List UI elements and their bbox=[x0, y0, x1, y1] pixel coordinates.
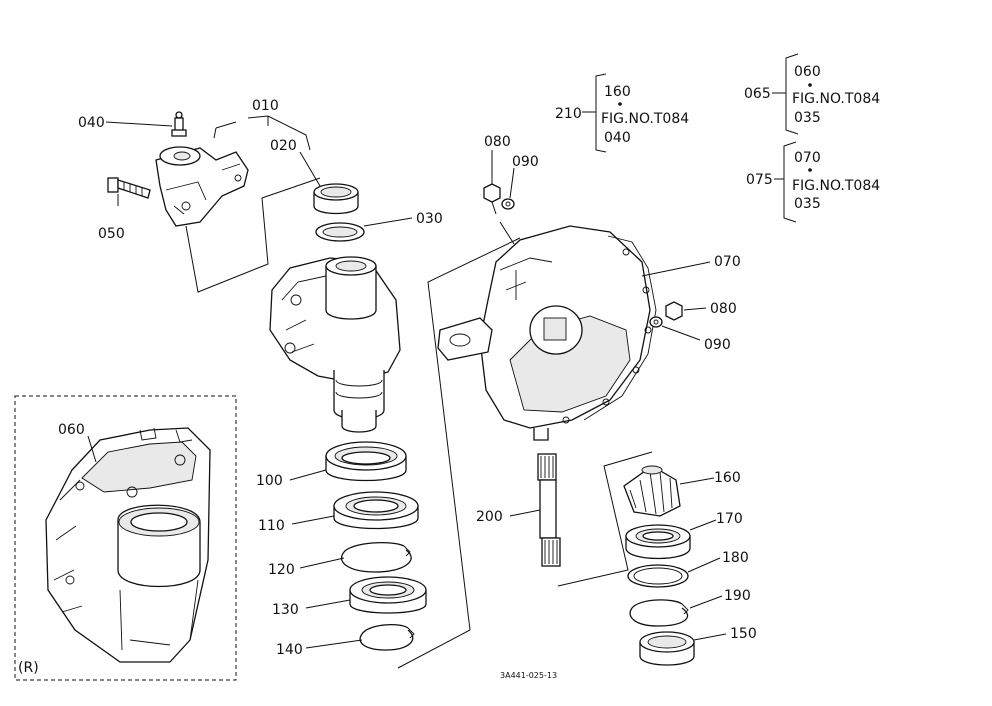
note-065-top: 060 bbox=[794, 64, 821, 80]
label-080-upper: 080 bbox=[484, 134, 511, 150]
note-065-bottom: 035 bbox=[794, 110, 821, 126]
note-075-ref: 075 bbox=[746, 172, 773, 188]
label-170: 170 bbox=[716, 511, 743, 527]
part-170-bearing[interactable] bbox=[625, 524, 691, 560]
label-060: 060 bbox=[58, 422, 85, 438]
label-020: 020 bbox=[270, 138, 297, 154]
label-200: 200 bbox=[476, 509, 503, 525]
part-140-snap-ring[interactable] bbox=[359, 623, 415, 651]
label-180: 180 bbox=[722, 550, 749, 566]
part-010-bracket[interactable] bbox=[155, 146, 249, 227]
note-075-dot-icon bbox=[808, 168, 812, 172]
label-030: 030 bbox=[416, 211, 443, 227]
part-160-bevel-gear[interactable] bbox=[623, 465, 681, 517]
drawing-code: 3A441-025-13 bbox=[500, 671, 557, 680]
label-110: 110 bbox=[258, 518, 285, 534]
note-210-dot-icon bbox=[618, 102, 622, 106]
label-150: 150 bbox=[730, 626, 757, 642]
label-190: 190 bbox=[724, 588, 751, 604]
part-kingpin-housing[interactable] bbox=[269, 256, 401, 433]
label-050: 050 bbox=[98, 226, 125, 242]
part-040-grease-nipple[interactable] bbox=[171, 111, 187, 137]
label-090-upper: 090 bbox=[512, 154, 539, 170]
note-075-fig: FIG.NO.T084 bbox=[792, 178, 880, 194]
part-080-bolt-upper[interactable] bbox=[483, 183, 501, 215]
label-090-right: 090 bbox=[704, 337, 731, 353]
label-010: 010 bbox=[252, 98, 279, 114]
inset-box-r: (R) bbox=[14, 395, 237, 681]
note-210-ref: 210 bbox=[555, 106, 582, 122]
part-130-bearing[interactable] bbox=[349, 576, 427, 614]
part-020-bushing[interactable] bbox=[313, 183, 359, 215]
note-065-dot-icon bbox=[808, 83, 812, 87]
note-075-top: 070 bbox=[794, 150, 821, 166]
part-060-gear-case-r[interactable] bbox=[45, 427, 211, 663]
part-100-seal[interactable] bbox=[325, 441, 407, 482]
inset-label: (R) bbox=[18, 660, 39, 676]
part-050-bolt[interactable] bbox=[107, 177, 151, 199]
label-120: 120 bbox=[268, 562, 295, 578]
note-065-fig: FIG.NO.T084 bbox=[792, 91, 880, 107]
part-200-shaft[interactable] bbox=[537, 453, 561, 567]
part-120-snap-ring[interactable] bbox=[341, 542, 412, 573]
note-065-ref: 065 bbox=[744, 86, 771, 102]
label-160: 160 bbox=[714, 470, 741, 486]
note-210-bottom: 040 bbox=[604, 130, 631, 146]
note-210-fig: FIG.NO.T084 bbox=[601, 111, 689, 127]
part-180-ring[interactable] bbox=[627, 564, 689, 588]
reference-note-065: 065 060 FIG.NO.T084 035 bbox=[744, 53, 880, 135]
part-090-washer-upper[interactable] bbox=[501, 198, 515, 210]
part-150-collar[interactable] bbox=[639, 631, 695, 666]
label-080-right: 080 bbox=[710, 301, 737, 317]
label-130: 130 bbox=[272, 602, 299, 618]
label-100: 100 bbox=[256, 473, 283, 489]
note-075-bottom: 035 bbox=[794, 196, 821, 212]
label-070: 070 bbox=[714, 254, 741, 270]
part-070-gear-case[interactable] bbox=[437, 225, 657, 441]
reference-note-075: 075 070 FIG.NO.T084 035 bbox=[746, 141, 880, 223]
note-210-top: 160 bbox=[604, 84, 631, 100]
reference-note-210: 210 160 FIG.NO.T084 040 bbox=[555, 73, 689, 153]
part-030-oil-seal[interactable] bbox=[315, 222, 365, 242]
label-140: 140 bbox=[276, 642, 303, 658]
part-090-washer-right[interactable] bbox=[649, 316, 663, 328]
part-190-snap-ring[interactable] bbox=[629, 599, 689, 627]
part-080-bolt-right[interactable] bbox=[665, 301, 683, 321]
label-040: 040 bbox=[78, 115, 105, 131]
part-110-bearing[interactable] bbox=[333, 491, 419, 530]
